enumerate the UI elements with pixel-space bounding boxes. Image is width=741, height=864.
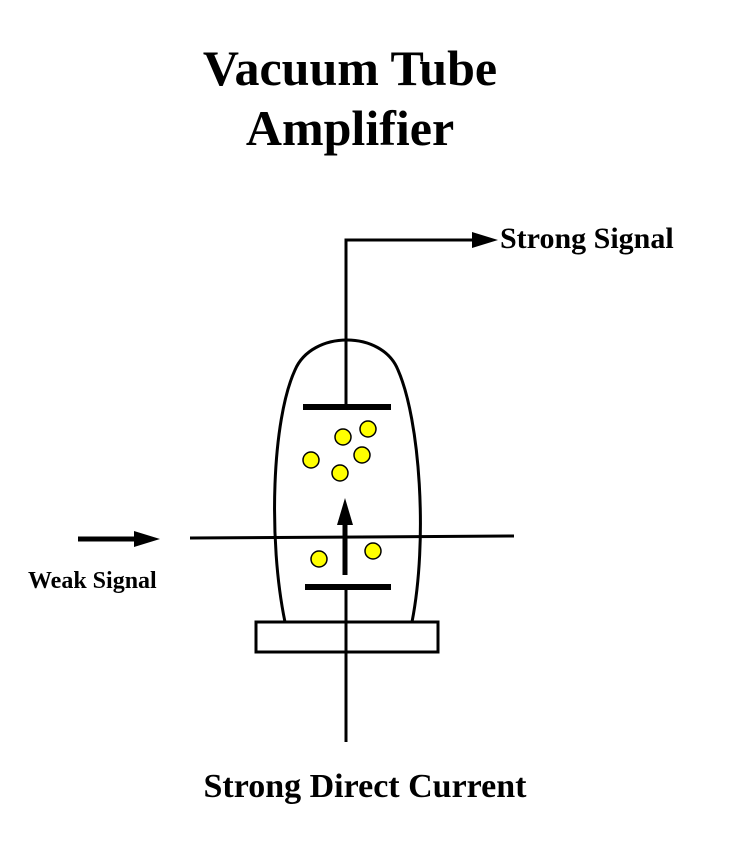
title-line-2: Amplifier [245, 100, 455, 156]
electron [331, 464, 349, 482]
title-line-1: Vacuum Tube [202, 40, 498, 96]
tube-envelope [273, 338, 422, 623]
input-arrowhead [134, 531, 160, 547]
electron [353, 446, 371, 464]
input-label: Weak Signal [28, 568, 157, 594]
output-label: Strong Signal [500, 222, 674, 255]
electron [310, 550, 328, 568]
electron [302, 451, 320, 469]
electrons-group [302, 420, 382, 568]
electron-flow-arrowhead [337, 498, 353, 525]
electron [364, 542, 382, 560]
supply-label: Strong Direct Current [203, 768, 527, 805]
electron [334, 428, 352, 446]
output-arrowhead [472, 232, 498, 248]
grid-wire [189, 534, 515, 540]
electron [359, 420, 377, 438]
output-wire [344, 238, 478, 405]
